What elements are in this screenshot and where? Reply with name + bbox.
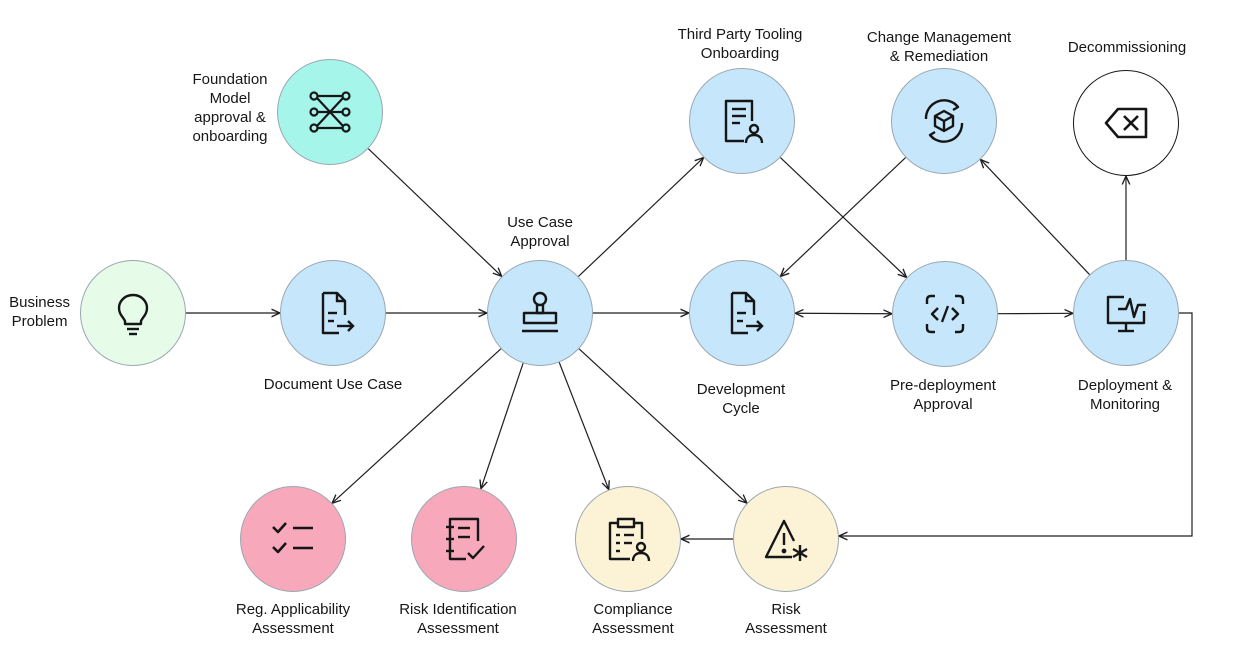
notebook-check-icon	[446, 517, 485, 561]
edge-use-case-approval-to-reg-applicability	[332, 348, 502, 503]
business-problem-node[interactable]	[80, 260, 186, 366]
warning-asterisk-icon	[764, 519, 808, 561]
network-icon	[309, 91, 351, 133]
label-line: Assessment	[745, 620, 827, 637]
third-party-node[interactable]	[689, 68, 795, 174]
label-line: Foundation	[192, 71, 268, 88]
label-line: Change Management	[866, 29, 1012, 46]
edge-use-case-approval-to-third-party	[578, 158, 703, 277]
label-line: Problem	[11, 313, 68, 330]
label-line: Approval	[913, 396, 973, 413]
edge-deployment-to-risk-assessment	[839, 312, 1193, 536]
foundation-model-node[interactable]	[277, 59, 383, 165]
label-line: Pre-deployment	[890, 377, 996, 394]
edge-use-case-approval-to-risk-identification	[481, 363, 524, 489]
deployment-node[interactable]	[1073, 260, 1179, 366]
label-line: Model	[209, 90, 251, 107]
use-case-approval-node[interactable]	[487, 260, 593, 366]
code-icon	[925, 294, 965, 334]
edge-use-case-approval-to-compliance	[558, 362, 609, 489]
document-export-icon	[730, 291, 764, 335]
label-line: Assessment	[252, 620, 334, 637]
label-line: Assessment	[592, 620, 674, 637]
checklist-icon	[272, 522, 313, 554]
label-line: Development	[696, 381, 786, 398]
compliance-node[interactable]	[575, 486, 681, 592]
cube-cycle-icon	[924, 99, 964, 143]
label-line: Monitoring	[1089, 396, 1161, 413]
risk-identification-node[interactable]	[411, 486, 517, 592]
pre-deployment-node[interactable]	[892, 261, 998, 367]
monitor-activity-icon	[1106, 295, 1146, 333]
development-cycle-node[interactable]	[689, 260, 795, 366]
label-line: Risk	[771, 601, 801, 618]
label-line: Third Party Tooling	[677, 26, 803, 43]
label-line: approval &	[194, 109, 266, 126]
label-line: Reg. Applicability	[235, 601, 351, 618]
label-line: Deployment &	[1077, 377, 1173, 394]
lightbulb-icon	[117, 293, 149, 336]
label-deployment: Deployment & Monitoring	[1078, 376, 1172, 414]
change-management-node[interactable]	[891, 68, 997, 174]
edge-change-management-to-development-cycle	[780, 157, 906, 277]
label-line: Approval	[510, 233, 570, 250]
document-user-icon	[724, 99, 764, 144]
label-line: Decommissioning	[1067, 39, 1187, 56]
clipboard-user-icon	[608, 517, 651, 562]
decommissioning-node[interactable]	[1073, 70, 1179, 176]
stamp-icon	[522, 291, 558, 333]
edge-foundation-model-to-use-case-approval	[367, 148, 501, 277]
label-line: & Remediation	[889, 48, 989, 65]
edge-use-case-approval-to-risk-assessment	[578, 348, 747, 503]
label-document-use-case: Document Use Case	[264, 375, 402, 394]
label-line: Cycle	[722, 400, 760, 417]
risk-assessment-node[interactable]	[733, 486, 839, 592]
label-change-management: Change Management & Remediation	[867, 28, 1011, 66]
label-line: Assessment	[417, 620, 499, 637]
reg-applicability-node[interactable]	[240, 486, 346, 592]
label-line: Document Use Case	[263, 376, 403, 393]
label-decommissioning: Decommissioning	[1068, 38, 1186, 57]
label-line: Business	[9, 294, 70, 311]
edge-third-party-to-pre-deployment	[779, 157, 906, 278]
document-export-icon	[321, 291, 355, 335]
label-line: Use Case	[507, 214, 573, 231]
label-line: Onboarding	[700, 45, 780, 62]
label-line: Risk Identification	[399, 601, 517, 618]
label-line: Compliance	[593, 601, 673, 618]
edge-deployment-to-change-management	[980, 159, 1090, 275]
label-line: onboarding	[192, 128, 268, 145]
document-use-case-node[interactable]	[280, 260, 386, 366]
backspace-icon	[1104, 107, 1148, 139]
